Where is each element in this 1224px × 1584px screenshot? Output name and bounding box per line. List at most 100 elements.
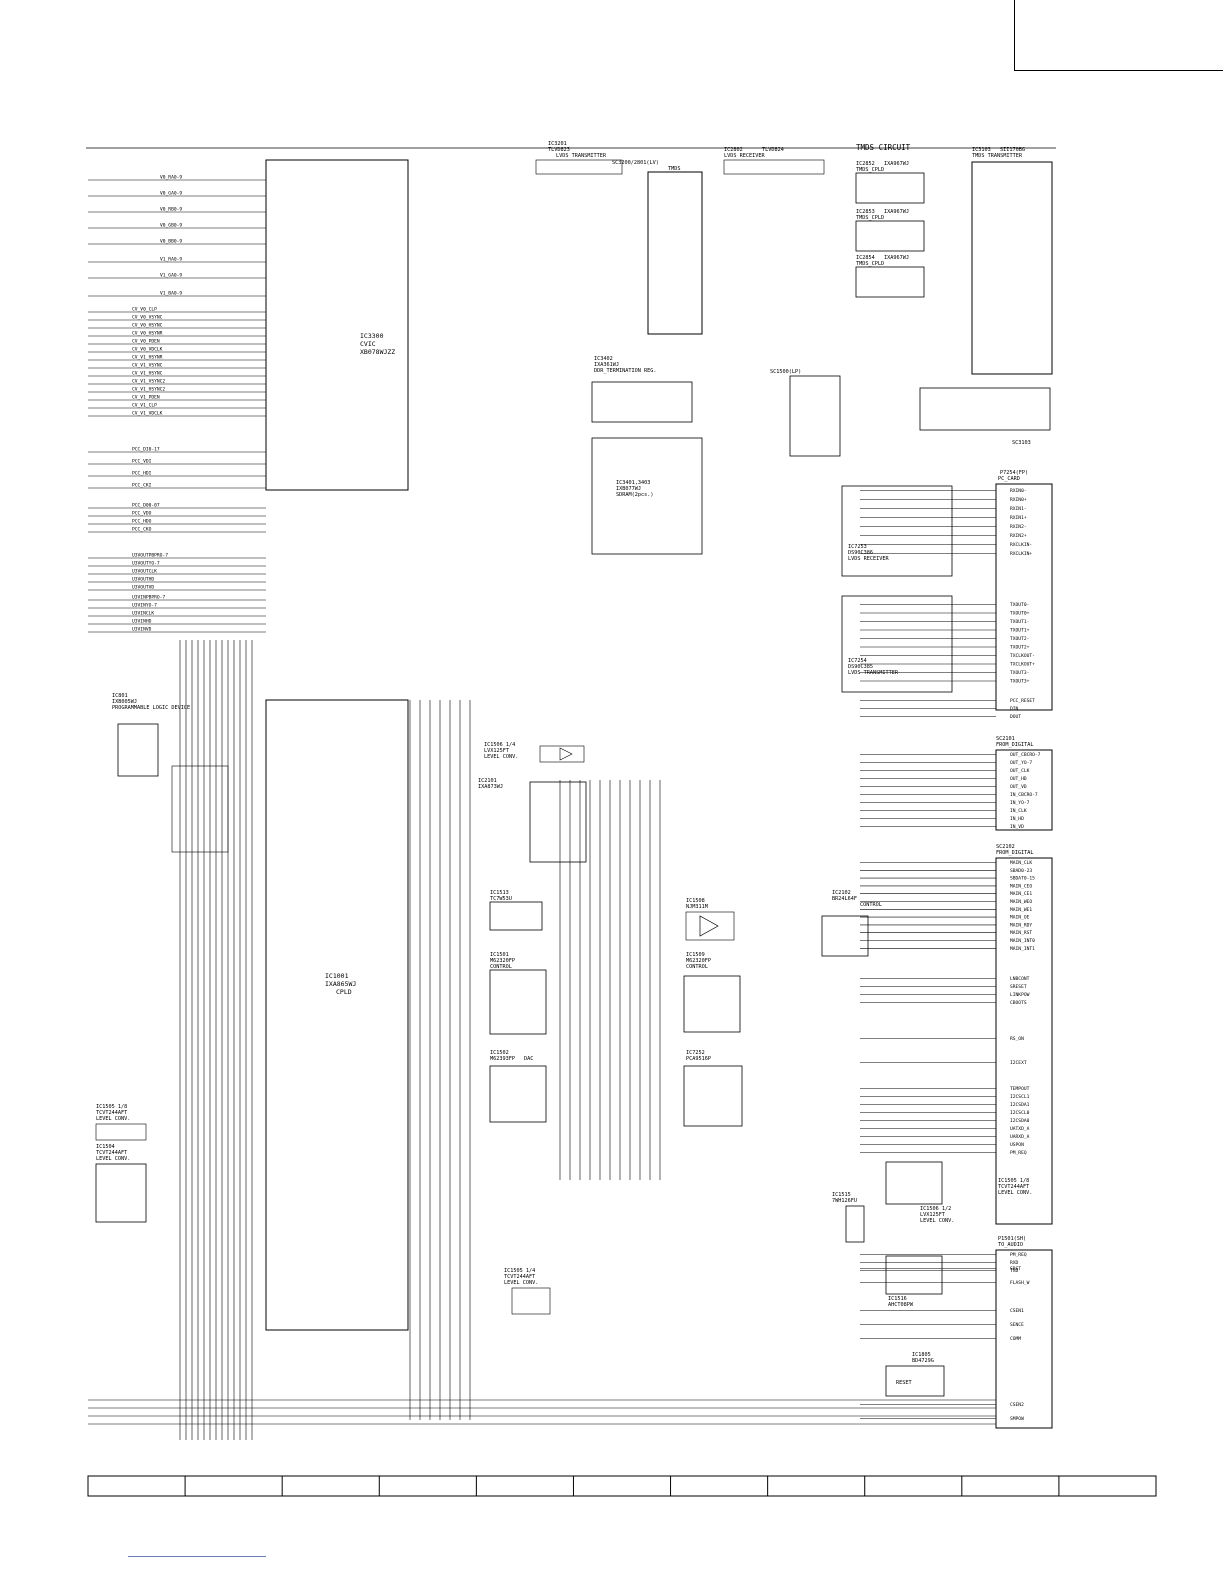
connector-pin-label: TXOUT2+ <box>1010 645 1030 651</box>
left-signal-label: V0_RB0-9 <box>160 207 182 213</box>
left-signal-label: U3VINCLK <box>132 611 154 617</box>
svg-text:LVDS TRANSMITTER: LVDS TRANSMITTER <box>848 670 899 676</box>
ic1001-block: IC1001 IXA865WJ CPLD <box>265 699 409 1331</box>
title-block-frame <box>1014 0 1223 71</box>
svg-text:SC2102: SC2102 <box>996 844 1015 850</box>
svg-text:TMDS_CPLD: TMDS_CPLD <box>856 167 884 173</box>
connector-pin-label: TXCLKOUT+ <box>1010 662 1035 668</box>
ic1501-block: IC1501 M62320FP CONTROL <box>489 952 547 1035</box>
connector-pin-label: I2CSCL0 <box>1010 1110 1030 1116</box>
connector-pin-label: LINKPOW <box>1010 992 1030 998</box>
connector-pin-label: SENCE <box>1010 1322 1024 1328</box>
left-signal-label: CV_V1_HSYNR <box>132 355 163 361</box>
svg-text:IC2852: IC2852 <box>856 161 875 167</box>
svg-text:P7254(FP): P7254(FP) <box>1000 470 1028 476</box>
left-signal-label: CV_V0_VSYNC <box>132 315 163 321</box>
connector-pin-label: COMM <box>1010 1336 1021 1342</box>
ic1502-block: IC1502 M62393FP DAC <box>489 1050 547 1123</box>
ic3401-block: IC3401,3403 IXB077WJ SDRAM(2pcs.) <box>591 437 703 555</box>
svg-text:PC_CARD: PC_CARD <box>998 476 1020 482</box>
left-signal-label: U3VINVD <box>132 627 152 633</box>
svg-text:CONTROL: CONTROL <box>490 964 512 970</box>
svg-text:TCVT244AFT: TCVT244AFT <box>96 1150 127 1156</box>
connector-pin-label: CSEN2 <box>1010 1402 1024 1408</box>
left-signal-labels: V0_RA0-9V0_GA0-9V0_RB0-9V0_GB0-9V0_BB0-9… <box>132 175 182 633</box>
connector-pin-label: IN_YO-7 <box>1010 800 1030 806</box>
ic1506a-block: IC1506 1/4 LVX125FT LEVEL CONV. <box>484 742 585 763</box>
left-signal-label: CV_V1_CLP <box>132 403 157 409</box>
left-signal-label: CV_V0_HSYNC <box>132 323 163 329</box>
svg-text:LEVEL CONV.: LEVEL CONV. <box>96 1116 130 1122</box>
left-signal-label: CV_V1_VSYNC <box>132 363 163 369</box>
connector-pin-label: CBOOTS <box>1010 1000 1027 1006</box>
connector-pin-label: I2CSDA1 <box>1010 1102 1030 1108</box>
svg-text:PCA9516P: PCA9516P <box>686 1056 711 1062</box>
p1501-block: P1501(SH) TO_AUDIO <box>995 1236 1053 1429</box>
svg-text:TC7W53U: TC7W53U <box>490 896 512 902</box>
connector-pin-label: RXIN2- <box>1010 524 1027 530</box>
svg-text:LVDS RECEIVER: LVDS RECEIVER <box>848 556 889 562</box>
connector-pin-label: IN_HD <box>1010 816 1024 822</box>
connector-pin-label: USPON <box>1010 1142 1024 1148</box>
ic1505-quarter-block: IC1505 1/4 TCVT244AFT LEVEL CONV. <box>504 1268 551 1315</box>
svg-text:IC3402: IC3402 <box>594 356 613 362</box>
connector-pin-label: SBDAT0-15 <box>1010 876 1035 882</box>
sc2101-block: SC2101 FROM_DIGITAL <box>995 736 1053 831</box>
connector-pin-label: TXOUT3- <box>1010 670 1029 676</box>
connector-pin-label: IN_CBCRO-7 <box>1010 792 1038 798</box>
sc3200-title: TMDS <box>668 166 681 172</box>
svg-text:IC7253: IC7253 <box>848 544 867 550</box>
ic2854-block: IC2854 IXA967WJ TMDS_CPLD <box>855 255 925 298</box>
p7254-block: P7254(FP) PC_CARD <box>995 470 1053 711</box>
ic1513-block: IC1513 TC7W53U <box>489 890 543 931</box>
connector-pin-label: UATXD_A <box>1010 1126 1030 1132</box>
svg-text:IC1506 1/2: IC1506 1/2 <box>920 1206 951 1212</box>
wiring <box>88 179 996 1440</box>
left-signal-label: CV_V1_VSYNC2 <box>132 379 165 385</box>
connector-pin-label: I2CEXT <box>1010 1060 1027 1066</box>
connector-pin-label: PCC_RESET <box>1010 698 1035 704</box>
ic1515-block: IC1515 7WH126FU <box>832 1192 865 1243</box>
svg-text:IXA873WJ: IXA873WJ <box>478 784 503 790</box>
connector-pin-label: OUT_CBCRO-7 <box>1010 752 1041 758</box>
svg-text:IC1509: IC1509 <box>686 952 705 958</box>
svg-text:IC1505 1/8: IC1505 1/8 <box>998 1178 1029 1184</box>
svg-text:RESET: RESET <box>896 1380 912 1386</box>
sc2102-block: SC2102 FROM_DIGITAL <box>995 844 1053 1225</box>
left-signal-label: U3VOUTHD <box>132 577 154 583</box>
left-signal-label: PCC_CKI <box>132 483 152 489</box>
ic1805-block: IC1805 BD4729G RESET <box>885 1352 945 1397</box>
left-signal-label: U3VINPBPRO-7 <box>132 595 165 601</box>
left-signal-label: U3VOUTVD <box>132 585 154 591</box>
svg-text:DAC: DAC <box>524 1056 533 1062</box>
sc3103-block: SC3103 <box>919 387 1051 446</box>
ic3300-title: XB078WJZZ <box>360 348 395 356</box>
svg-text:LEVEL CONV.: LEVEL CONV. <box>96 1156 130 1162</box>
connector-pin-label: MAIN_RDY <box>1010 922 1032 928</box>
connector-pin-label: TXOUT3+ <box>1010 679 1030 685</box>
svg-text:LEVEL CONV.: LEVEL CONV. <box>484 754 518 760</box>
svg-text:FROM_DIGITAL: FROM_DIGITAL <box>996 742 1033 748</box>
ic3402-block: IC3402 IXA361WJ DDR_TERMINATION REG. <box>591 356 693 423</box>
ic3300-ref: IC3300 <box>360 332 384 340</box>
ic2802-label: IC2802 TLVD824 LVDS RECEIVER <box>723 147 825 175</box>
svg-text:CONTROL: CONTROL <box>860 902 882 908</box>
svg-text:IXA967WJ: IXA967WJ <box>884 255 909 261</box>
left-signal-label: PCC_VDI <box>132 459 152 465</box>
connector-pin-label: MAIN_CEO <box>1010 883 1032 889</box>
left-signal-label: PCC_VDO <box>132 511 152 517</box>
svg-text:IC1516: IC1516 <box>888 1296 907 1302</box>
connector-pin-label: RXIN0+ <box>1010 497 1027 503</box>
svg-text:IC3103: IC3103 <box>972 147 991 153</box>
svg-text:IXA967WJ: IXA967WJ <box>884 209 909 215</box>
connector-pin-label: DOUT <box>1010 714 1021 720</box>
svg-text:TO_AUDIO: TO_AUDIO <box>998 1242 1023 1248</box>
svg-text:PROGRAMMABLE LOGIC DEVICE: PROGRAMMABLE LOGIC DEVICE <box>112 705 190 711</box>
left-signal-label: V0_GA0-9 <box>160 191 182 197</box>
left-signal-label: CV_V0_PDEN <box>132 339 160 345</box>
left-signal-label: CV_V0_VDCLK <box>132 347 163 353</box>
sc1500-block: SC1500(LP) <box>770 369 841 457</box>
svg-text:SDRAM(2pcs.): SDRAM(2pcs.) <box>616 492 653 498</box>
left-signal-label: CV_V0_HSYNR <box>132 331 163 337</box>
svg-text:IC1515: IC1515 <box>832 1192 851 1198</box>
